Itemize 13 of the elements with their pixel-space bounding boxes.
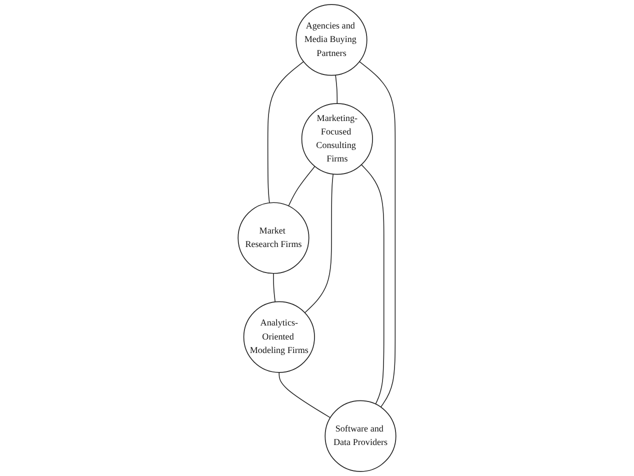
connector	[288, 166, 316, 206]
node-circle: Market Research Firms	[238, 202, 310, 274]
connector	[304, 174, 334, 314]
connector	[267, 61, 304, 204]
connector	[273, 272, 276, 302]
node-circle: Analytics-Oriented Modeling Firms	[243, 301, 315, 373]
node-circle: Software and Data Providers	[324, 400, 396, 472]
connector	[361, 164, 384, 404]
connector	[359, 61, 396, 408]
connector	[335, 74, 338, 104]
node-circle: Marketing-Focused Consulting Firms	[301, 103, 373, 175]
node-circle: Agencies and Media Buying Partners	[296, 4, 368, 76]
connector	[278, 372, 331, 418]
